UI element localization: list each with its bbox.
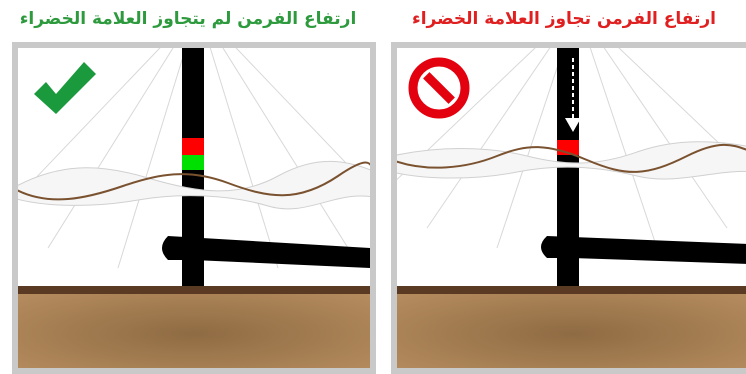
prohibited-icon bbox=[408, 57, 470, 119]
correct-caption: ارتفاع الفرمن لم يتجاوز العلامة الخضراء bbox=[19, 9, 357, 29]
ground bbox=[18, 294, 370, 368]
ground-top bbox=[18, 286, 370, 294]
check-mark-icon bbox=[34, 62, 96, 114]
incorrect-illustration bbox=[397, 48, 746, 368]
fabric-sheet bbox=[397, 141, 746, 180]
horizontal-arm bbox=[541, 236, 746, 264]
correct-illustration bbox=[18, 48, 370, 368]
correct-panel bbox=[12, 42, 376, 374]
green-band bbox=[182, 155, 204, 170]
down-arrow-icon bbox=[565, 118, 581, 132]
incorrect-caption: ارتفاع الفرمن تجاوز العلامة الخضراء bbox=[412, 9, 716, 29]
ground bbox=[397, 294, 746, 368]
ground-top bbox=[397, 286, 746, 294]
background-rays bbox=[397, 48, 746, 249]
red-band bbox=[182, 138, 204, 155]
fabric-sheet bbox=[18, 160, 370, 210]
incorrect-panel bbox=[391, 42, 746, 374]
horizontal-arm bbox=[162, 236, 370, 268]
